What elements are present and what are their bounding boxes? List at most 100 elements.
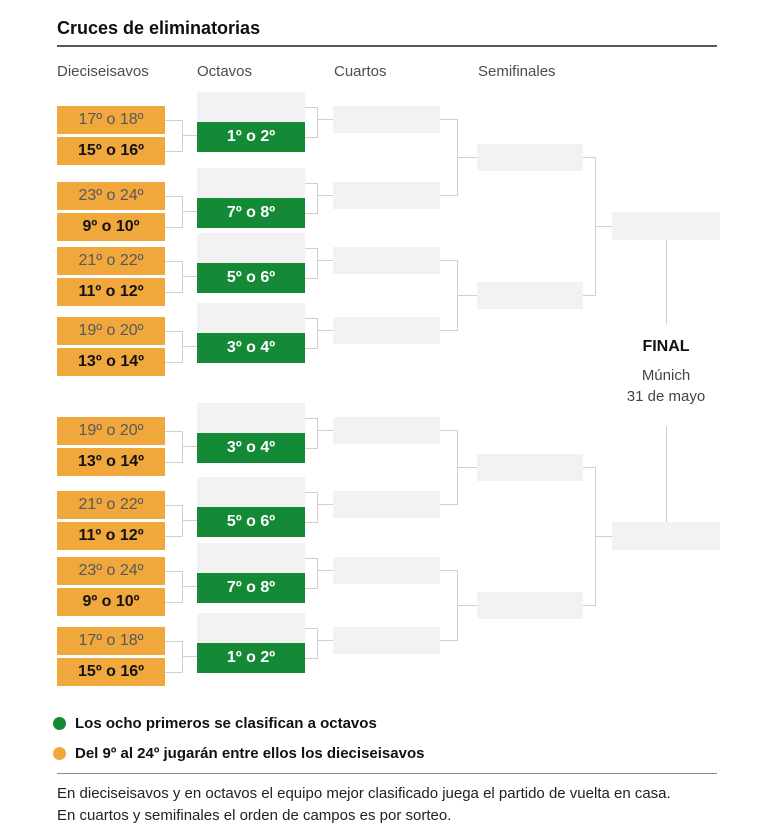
dieciseisavos-slot-top: 17º o 18º — [57, 106, 165, 134]
connector-line — [317, 558, 318, 589]
octavos-winner-slot — [197, 168, 305, 198]
dieciseisavos-slot-top: 23º o 24º — [57, 557, 165, 585]
connector-line — [165, 331, 183, 332]
connector-line — [182, 331, 183, 363]
connector-line — [165, 292, 183, 293]
connector-line — [182, 135, 197, 136]
legend-label: Del 9º al 24º jugarán entre ellos los di… — [75, 744, 425, 762]
octavos-winner-slot — [197, 477, 305, 507]
semifinal-slot — [477, 592, 583, 619]
connector-line — [457, 295, 477, 296]
connector-line — [182, 431, 183, 463]
separator-rule — [57, 773, 717, 774]
column-header-semifinales: Semifinales — [478, 63, 556, 80]
cuartos-slot — [333, 106, 440, 133]
dieciseisavos-slot-top: 21º o 22º — [57, 491, 165, 519]
connector-line — [666, 426, 667, 522]
connector-line — [182, 276, 197, 277]
connector-line — [305, 318, 318, 319]
octavos-seed-box: 3º o 4º — [197, 333, 305, 363]
connector-line — [305, 248, 318, 249]
octavos-seed-box: 7º o 8º — [197, 198, 305, 228]
connector-line — [182, 520, 197, 521]
connector-line — [440, 640, 458, 641]
dieciseisavos-slot-bottom: 11º o 12º — [57, 522, 165, 550]
connector-line — [317, 504, 333, 505]
connector-line — [182, 656, 197, 657]
connector-line — [182, 446, 197, 447]
dieciseisavos-slot-top: 17º o 18º — [57, 627, 165, 655]
octavos-seed-box: 7º o 8º — [197, 573, 305, 603]
connector-line — [305, 522, 318, 523]
dieciseisavos-slot-bottom: 9º o 10º — [57, 588, 165, 616]
octavos-seed-box: 5º o 6º — [197, 263, 305, 293]
dieciseisavos-slot-bottom: 13º o 14º — [57, 448, 165, 476]
connector-line — [317, 260, 333, 261]
connector-line — [583, 157, 595, 158]
semifinal-slot — [477, 144, 583, 171]
connector-line — [317, 418, 318, 449]
dieciseisavos-slot-top: 23º o 24º — [57, 182, 165, 210]
connector-line — [165, 571, 183, 572]
connector-line — [457, 157, 477, 158]
final-venue: Múnich — [641, 367, 691, 384]
cuartos-slot — [333, 627, 440, 654]
cuartos-slot — [333, 491, 440, 518]
footnote-line-2: En cuartos y semifinales el orden de cam… — [57, 807, 452, 824]
connector-line — [165, 641, 183, 642]
connector-line — [182, 196, 183, 228]
legend-label: Los ocho primeros se clasifican a octavo… — [75, 714, 377, 732]
connector-line — [182, 505, 183, 537]
connector-line — [165, 196, 183, 197]
octavos-seed-box: 1º o 2º — [197, 643, 305, 673]
finalist-slot-top — [612, 212, 720, 240]
connector-line — [317, 330, 333, 331]
octavos-winner-slot — [197, 403, 305, 433]
connector-line — [440, 119, 458, 120]
connector-line — [165, 431, 183, 432]
final-label: FINAL — [642, 338, 690, 355]
cuartos-slot — [333, 182, 440, 209]
semifinal-slot — [477, 282, 583, 309]
connector-line — [595, 226, 612, 227]
dieciseisavos-slot-bottom: 9º o 10º — [57, 213, 165, 241]
cuartos-slot — [333, 247, 440, 274]
connector-line — [457, 467, 477, 468]
connector-line — [317, 570, 333, 571]
connector-line — [165, 261, 183, 262]
connector-line — [305, 628, 318, 629]
connector-line — [440, 430, 458, 431]
connector-line — [305, 213, 318, 214]
connector-line — [305, 278, 318, 279]
connector-line — [305, 492, 318, 493]
connector-line — [583, 605, 595, 606]
connector-line — [440, 330, 458, 331]
connector-line — [305, 183, 318, 184]
connector-line — [165, 536, 183, 537]
connector-line — [165, 151, 183, 152]
connector-line — [317, 183, 318, 214]
connector-line — [305, 348, 318, 349]
octavos-winner-slot — [197, 543, 305, 573]
dieciseisavos-slot-bottom: 15º o 16º — [57, 137, 165, 165]
octavos-winner-slot — [197, 233, 305, 263]
footnote-line-1: En dieciseisavos y en octavos el equipo … — [57, 785, 671, 802]
dieciseisavos-slot-top: 19º o 20º — [57, 317, 165, 345]
connector-line — [165, 505, 183, 506]
octavos-seed-box: 1º o 2º — [197, 122, 305, 152]
page-title: Cruces de eliminatorias — [57, 18, 261, 38]
connector-line — [165, 462, 183, 463]
connector-line — [165, 362, 183, 363]
column-header-dieciseisavos: Dieciseisavos — [57, 63, 149, 80]
connector-line — [305, 588, 318, 589]
connector-line — [165, 672, 183, 673]
connector-line — [317, 248, 318, 279]
connector-line — [182, 641, 183, 673]
column-header-octavos: Octavos — [197, 63, 253, 80]
octavos-winner-slot — [197, 303, 305, 333]
connector-line — [165, 120, 183, 121]
octavos-winner-slot — [197, 613, 305, 643]
connector-line — [165, 602, 183, 603]
green-dot-icon — [53, 716, 66, 730]
